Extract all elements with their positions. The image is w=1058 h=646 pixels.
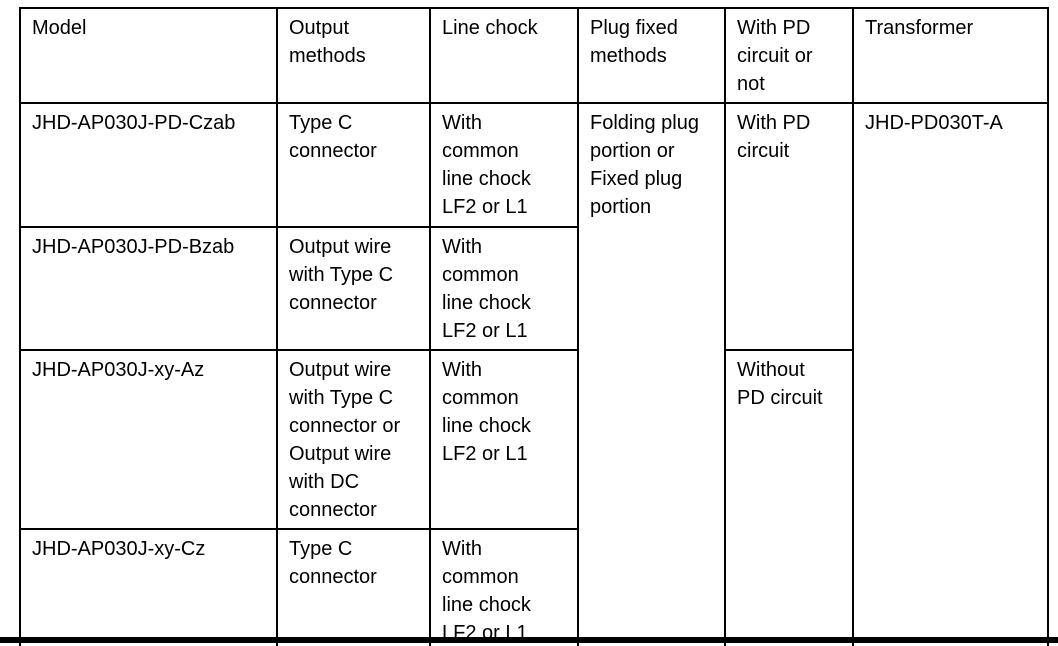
table-row: JHD-AP030J-xy-Az Output wire with Type C… (19, 349, 1048, 646)
column-header-line-chock: Line chock (429, 7, 579, 104)
cell-output-methods-row4: Type C connector (276, 528, 431, 646)
column-header-output-methods: Output methods (276, 7, 431, 104)
model-spec-table: Model Output methods Line chock Plug fix… (19, 7, 1049, 646)
table-row: JHD-AP030J-PD-Bzab Output wire with Type… (19, 226, 1048, 351)
cell-line-chock-row3: With common line chock LF2 or L1 (429, 349, 579, 530)
cell-model-row2: JHD-AP030J-PD-Bzab (19, 226, 278, 351)
column-header-plug-fixed-methods: Plug fixed methods (577, 7, 726, 104)
table-row: JHD-AP030J-xy-Cz Type C connector With c… (19, 528, 1048, 646)
cell-with-pd-circuit-merged: With PD circuit (724, 102, 854, 351)
cell-model-row1: JHD-AP030J-PD-Czab (19, 102, 278, 228)
cell-output-methods-row2: Output wire with Type C connector (276, 226, 431, 351)
cell-model-row3: JHD-AP030J-xy-Az (19, 349, 278, 530)
column-header-pd-circuit: With PD circuit or not (724, 7, 854, 104)
cell-line-chock-row1: With common line chock LF2 or L1 (429, 102, 579, 228)
cell-line-chock-row4: With common line chock LF2 or L1 (429, 528, 579, 646)
page-bottom-rule (0, 637, 1058, 643)
header-row: Model Output methods Line chock Plug fix… (19, 7, 1049, 104)
cell-model-row4: JHD-AP030J-xy-Cz (19, 528, 278, 646)
cell-output-methods-row3: Output wire with Type C connector or Out… (276, 349, 431, 530)
table-row: JHD-AP030J-PD-Czab Type C connector With… (19, 102, 1049, 646)
cell-plug-fixed-methods-merged: Folding plug portion or Fixed plug porti… (577, 102, 726, 646)
cell-without-pd-circuit-merged: Without PD circuit (724, 349, 854, 646)
column-header-model: Model (19, 7, 278, 104)
cell-transformer-merged: JHD-PD030T-A (852, 102, 1049, 646)
cell-line-chock-row2: With common line chock LF2 or L1 (429, 226, 579, 351)
column-header-transformer: Transformer (852, 7, 1049, 104)
cell-output-methods-row1: Type C connector (276, 102, 431, 228)
